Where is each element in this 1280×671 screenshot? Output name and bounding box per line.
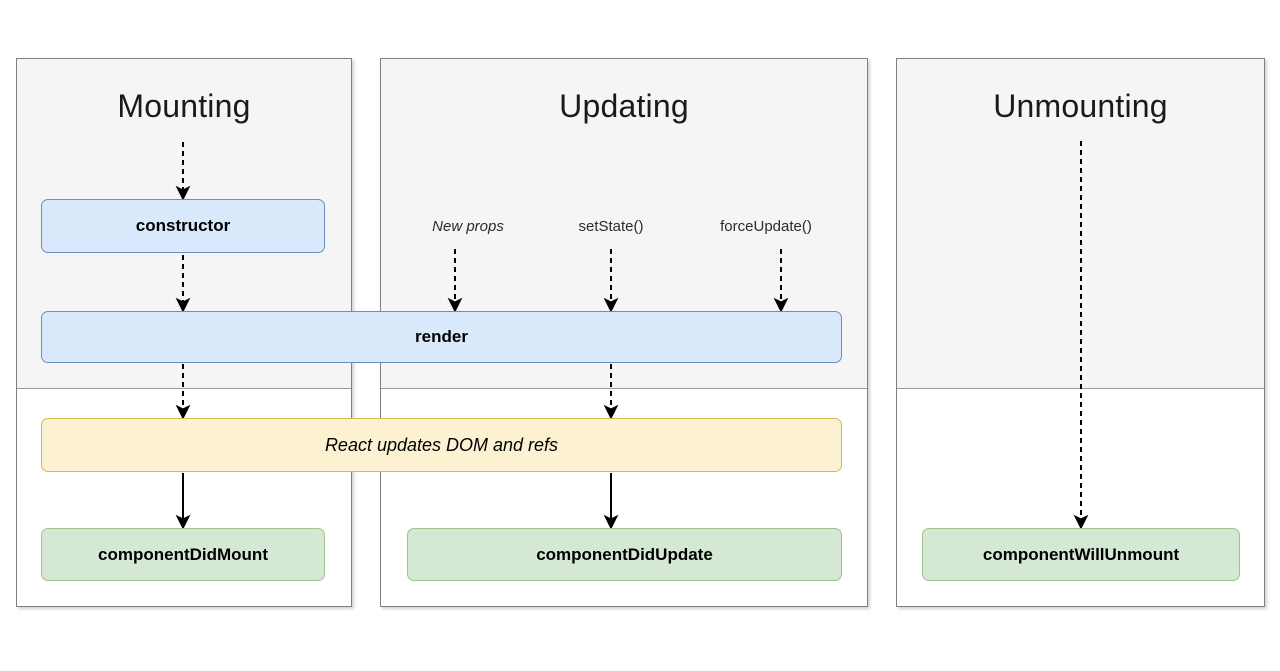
phase-title-updating: Updating: [559, 88, 689, 124]
trigger-label-set-state: setState(): [578, 218, 644, 235]
node-render[interactable]: render: [41, 311, 842, 363]
phase-title-unmounting: Unmounting: [993, 88, 1168, 124]
phase-title-mounting: Mounting: [117, 88, 251, 124]
node-did-update-label: componentDidUpdate: [536, 544, 713, 564]
node-will-unmount-label: componentWillUnmount: [982, 544, 1180, 564]
phase-panel-unmounting: Unmounting: [896, 58, 1265, 607]
trigger-label-force-update: forceUpdate(): [720, 218, 812, 235]
node-component-did-mount[interactable]: componentDidMount: [41, 528, 325, 581]
node-commit-label: React updates DOM and refs: [324, 434, 559, 455]
node-component-will-unmount[interactable]: componentWillUnmount: [922, 528, 1240, 581]
node-constructor[interactable]: constructor: [41, 199, 325, 253]
node-did-mount-label: componentDidMount: [98, 544, 268, 564]
trigger-label-new-props: New props: [432, 218, 504, 235]
node-constructor-label: constructor: [135, 216, 231, 235]
node-react-updates-dom-and-refs[interactable]: React updates DOM and refs: [41, 418, 842, 472]
node-render-label: render: [415, 327, 468, 346]
node-component-did-update[interactable]: componentDidUpdate: [407, 528, 842, 581]
